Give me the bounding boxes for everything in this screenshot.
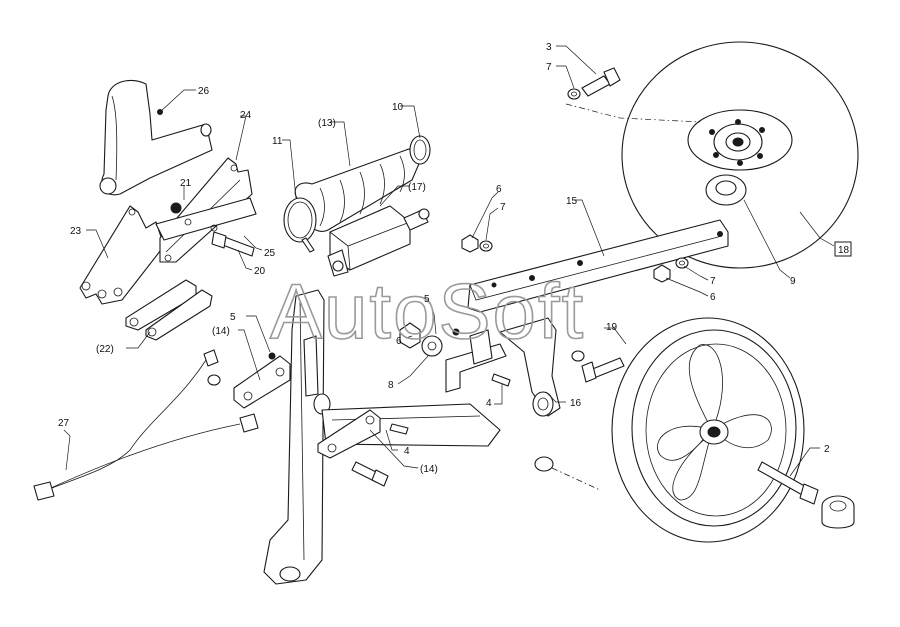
watermark-text: AutoSoft bbox=[270, 267, 585, 355]
callout-14-upper: (14) bbox=[212, 326, 230, 337]
hose-clamp-10 bbox=[409, 135, 431, 165]
callout-14-lower: (14) bbox=[420, 464, 438, 475]
nut-stack-mid bbox=[268, 322, 460, 360]
callout-24: 24 bbox=[240, 110, 252, 121]
callout-18-box: 18 bbox=[834, 241, 852, 257]
callout-8: 8 bbox=[388, 380, 394, 391]
coulter-disc bbox=[621, 41, 859, 269]
washer-lower bbox=[534, 456, 554, 472]
callout-7-top: 7 bbox=[546, 62, 552, 73]
callout-7-upper: 7 bbox=[500, 202, 506, 213]
nut-washer-right bbox=[653, 257, 689, 283]
callout-19: 19 bbox=[606, 322, 618, 333]
callout-27: 27 bbox=[58, 418, 70, 429]
plate-23 bbox=[79, 205, 165, 305]
callout-3: 3 bbox=[546, 42, 552, 53]
callout-6-right: 6 bbox=[710, 292, 716, 303]
callout-23: 23 bbox=[70, 226, 82, 237]
callout-10: 10 bbox=[392, 102, 404, 113]
callout-5-left: 5 bbox=[230, 312, 236, 323]
callout-4-mid: 4 bbox=[486, 398, 492, 409]
callout-25: 25 bbox=[264, 248, 276, 259]
callout-7-right: 7 bbox=[710, 276, 716, 287]
bolt-21-head bbox=[170, 202, 182, 214]
gauge-wheel bbox=[611, 317, 805, 543]
callout-22: (22) bbox=[96, 344, 114, 355]
callout-13: (13) bbox=[318, 118, 336, 129]
plate-25 bbox=[155, 197, 257, 241]
callout-16: 16 bbox=[570, 398, 582, 409]
disc-arm bbox=[467, 219, 729, 313]
callout-6-upper: 6 bbox=[496, 184, 502, 195]
housing-26 bbox=[99, 79, 213, 196]
nut-washer-upper bbox=[461, 234, 493, 253]
axle-bolt-2 bbox=[757, 461, 855, 529]
callout-21: 21 bbox=[180, 178, 192, 189]
callout-17: (17) bbox=[408, 182, 426, 193]
bracket-plate-14-lower bbox=[317, 409, 381, 459]
bracket-plate-14-upper bbox=[207, 355, 291, 409]
leader-lines bbox=[63, 45, 835, 477]
callout-18: 18 bbox=[838, 245, 850, 256]
callout-4-lower: 4 bbox=[404, 446, 410, 457]
callout-5-mid: 5 bbox=[424, 294, 430, 305]
bolt-3 bbox=[567, 67, 621, 100]
callout-15: 15 bbox=[566, 196, 578, 207]
small-bolt-4 bbox=[491, 373, 511, 387]
callout-6-mid: 6 bbox=[396, 336, 402, 347]
callout-26: 26 bbox=[198, 86, 210, 97]
link-plates-22 bbox=[125, 279, 213, 341]
cable-harness-27 bbox=[33, 349, 259, 501]
bolt-lower-frame bbox=[351, 423, 409, 487]
callout-20: 20 bbox=[254, 266, 266, 277]
callout-2: 2 bbox=[824, 444, 830, 455]
actuator-17 bbox=[327, 205, 430, 277]
callout-labels: 3 7 10 (13) 11 (17) 26 24 21 23 25 20 (2… bbox=[58, 42, 830, 475]
hose-clamp-11 bbox=[283, 197, 317, 253]
callout-9: 9 bbox=[790, 276, 796, 287]
hub-spacer bbox=[705, 174, 747, 206]
bolt-20 bbox=[211, 231, 255, 257]
scraper-bracket-16 bbox=[445, 317, 561, 417]
callout-11: 11 bbox=[272, 136, 283, 147]
bolt-19 bbox=[571, 350, 625, 383]
